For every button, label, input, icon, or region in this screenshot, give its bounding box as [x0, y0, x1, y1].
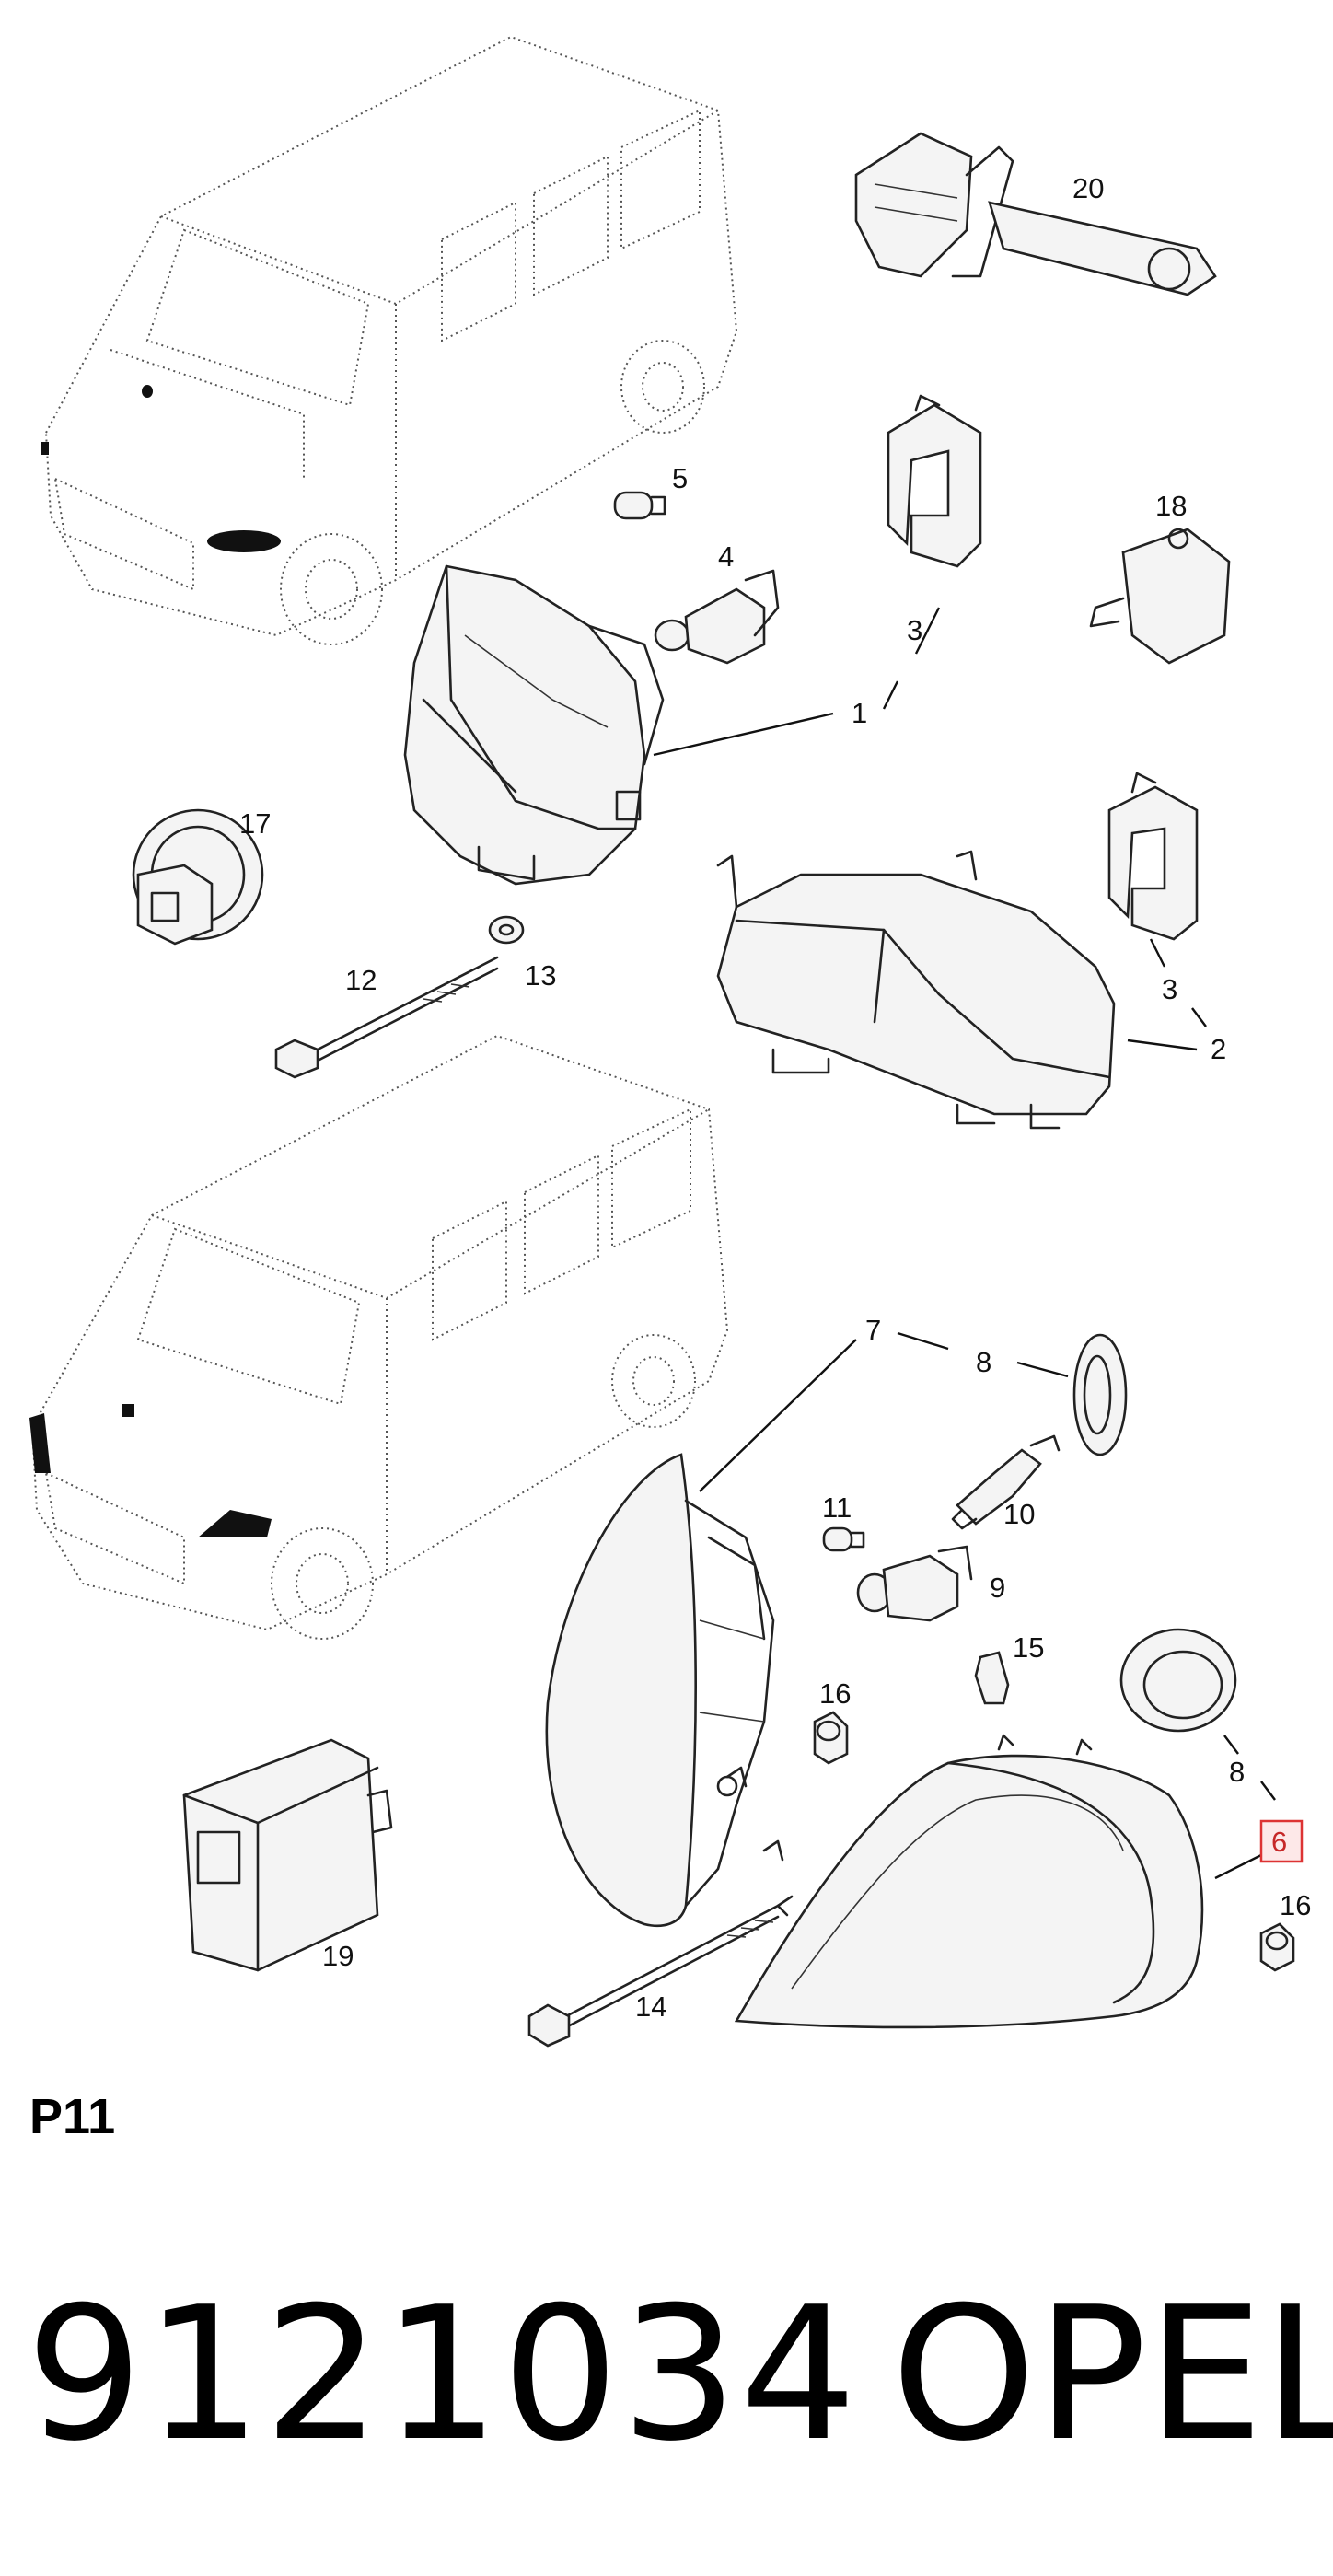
callout-18: 18: [1155, 490, 1187, 522]
callout-3-upper: 3: [907, 614, 922, 646]
part-13-washer: [488, 915, 525, 945]
callout-6: 6: [1271, 1826, 1287, 1858]
part-5-bulb: [613, 491, 666, 520]
brand-name: OPEL: [891, 2268, 1333, 2482]
part-7-headlamp-side: [545, 1453, 775, 1928]
callout-7: 7: [865, 1314, 881, 1346]
part-4-headlamp-bulb: [654, 569, 780, 665]
callout-17: 17: [239, 807, 271, 840]
callout-16-right: 16: [1280, 1889, 1311, 1921]
part-number: 9121034: [26, 2268, 859, 2482]
part-20-combination-switch: [854, 132, 1217, 296]
callout-10: 10: [1003, 1498, 1035, 1530]
part-9-halogen-bulb: [856, 1545, 973, 1622]
callout-12: 12: [345, 964, 377, 996]
van-illustration-middle: [29, 1034, 729, 1640]
page-label: P11: [29, 2089, 116, 2144]
part-19-control-module: [182, 1738, 393, 1972]
part-2-headlamp-right: [716, 850, 1116, 1130]
part-11-bulb: [822, 1526, 865, 1552]
callout-16-left: 16: [819, 1677, 851, 1710]
part-14-long-bolt: [527, 1904, 780, 2048]
part-3-retaining-clip-lower: [1107, 772, 1199, 941]
callout-19: 19: [322, 1940, 354, 1972]
callout-11: 11: [822, 1491, 852, 1524]
callout-13: 13: [525, 959, 556, 992]
part-17-bulb-cover: [132, 808, 264, 946]
callout-8-lower: 8: [1229, 1756, 1245, 1788]
callout-3-lower: 3: [1162, 973, 1177, 1005]
callout-numbers: 20 5 4 3 18 1 17 3 12 13 2 7 8 11 10 9 1…: [239, 172, 1311, 2023]
part-16-grommet-right: [1259, 1922, 1295, 1972]
part-1-headlamp-left: [403, 564, 665, 886]
callout-9: 9: [990, 1572, 1005, 1604]
part-15-clip: [974, 1651, 1010, 1705]
part-6-headlamp-assembly: [734, 1734, 1204, 2029]
callout-4: 4: [718, 540, 734, 573]
callout-8-upper: 8: [976, 1346, 991, 1378]
van-illustration-top: [41, 35, 738, 645]
callout-14: 14: [635, 1990, 666, 2023]
callout-15: 15: [1013, 1631, 1044, 1664]
part-12-bolt: [274, 956, 499, 1079]
part-3-retaining-clip-upper: [887, 394, 982, 568]
part-8-seal-ring-upper: [1072, 1333, 1128, 1456]
part-8-seal-ring-lower: [1119, 1628, 1237, 1733]
callout-2: 2: [1211, 1033, 1226, 1065]
part-10-halogen-bulb: [951, 1434, 1061, 1530]
callout-20: 20: [1072, 172, 1104, 204]
callout-1: 1: [852, 697, 867, 729]
leader-lines: [653, 607, 1276, 1880]
callout-5: 5: [672, 462, 688, 494]
part-16-grommet-left: [813, 1711, 849, 1765]
callout-6-highlight-box: [1259, 1819, 1304, 1863]
part-18-leveling-motor: [1089, 528, 1231, 665]
